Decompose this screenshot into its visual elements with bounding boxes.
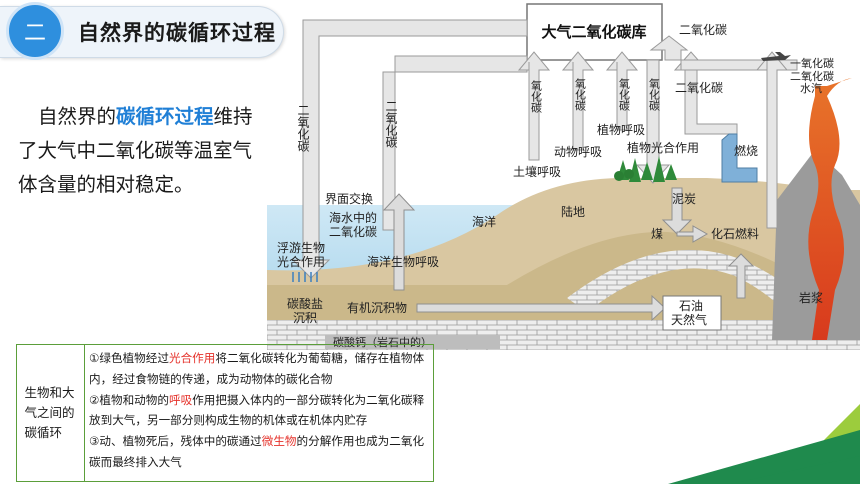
arrow-soil (517, 51, 551, 161)
co2-reservoir-box (526, 3, 663, 61)
item3-post: 的分解作用也成为二氧化碳而最终排入大气 (89, 434, 425, 469)
item1-highlight: 光合作用 (168, 351, 216, 365)
carbonate-1: 碳酸盐 (287, 296, 323, 311)
oxy-label-b: 氧化碳 (574, 77, 587, 112)
oxy-label-d: 氧化碳 (648, 77, 661, 112)
table-row-header-text: 生物和大气之间的碳循环 (24, 385, 75, 440)
magma-column (808, 78, 852, 340)
corner-decoration-bottom (730, 456, 860, 484)
fossil-label: 化石燃料 (711, 226, 759, 241)
arrow-organic (416, 294, 666, 322)
arrow-coal (676, 225, 709, 243)
arrow-interface (382, 193, 416, 291)
peat-label: 泥炭 (672, 192, 696, 206)
table-row-header: 生物和大气之间的碳循环 (17, 345, 85, 481)
organic-label: 有机沉积物 (347, 301, 407, 315)
carbon-cycle-diagram: 大气二氧化碳库 二氧化碳 二氧化碳 氧化碳 (267, 3, 860, 350)
combustion-label: 燃烧 (734, 143, 758, 158)
plankton-1: 浮游生物 (277, 241, 325, 255)
carbon-cycle-table: 生物和大气之间的碳循环 ①绿色植物经过光合作用将二氧化碳转化为葡萄糖，储存在植物… (16, 344, 434, 482)
interface-label: 界面交换 (325, 191, 373, 206)
co2-label-right: 二氧化碳 (675, 81, 723, 95)
table-item-3: ③动、植物死后，残体中的碳通过微生物的分解作用也成为二氧化碳而最终排入大气 (89, 431, 431, 473)
item2-post: 作用把摄入体内的一部分碳转化为二氧化碳释放到大气，另一部分则构成生物的机体或在机… (89, 392, 425, 428)
intro-pre: 自然界的 (38, 105, 117, 128)
plankton-2: 光合作用 (277, 254, 325, 269)
arrow-animal (561, 51, 595, 151)
item3-highlight: 微生物 (261, 434, 297, 449)
magma-label: 岩浆 (799, 290, 823, 305)
coal-label: 煤 (651, 227, 663, 241)
oil-gas-box (662, 295, 722, 331)
oil-gas-1: 石油 (679, 299, 703, 313)
oxy-label-a: 氧化碳 (530, 79, 543, 114)
plant-photo-label: 植物光合作用 (627, 140, 699, 155)
volcano-gas-3: 水汽 (800, 81, 822, 95)
land-label: 陆地 (561, 204, 585, 219)
oxy-label-c: 氧化碳 (618, 77, 631, 112)
oil-gas-2: 天然气 (671, 312, 707, 327)
arrow-volcano-gas (649, 35, 798, 71)
factory-icon (721, 133, 758, 183)
plant-resp-label: 植物呼吸 (597, 122, 645, 137)
intro-post: 维持了大气中二氧化碳等温室气体含量的相对稳定。 (18, 105, 253, 196)
item2-highlight: 呼吸 (168, 392, 193, 407)
animal-resp-label: 动物呼吸 (554, 145, 602, 159)
arrow-fossil-up (755, 51, 789, 229)
seawater-co2-1: 海水中的 (329, 210, 377, 225)
palms-icon (614, 169, 634, 181)
caco3-label: 碳酸钙（岩石中的） (333, 335, 432, 349)
soil-resp-label: 土壤呼吸 (513, 164, 561, 179)
co2-label-left: 二氧化碳 (296, 104, 310, 152)
seawater-co2-2: 二氧化碳 (329, 225, 377, 239)
intro-paragraph: 自然界的碳循环过程维持了大气中二氧化碳等温室气体含量的相对稳定。 (18, 100, 264, 202)
item3-pre: ③动、植物死后，残体中的碳通过 (89, 434, 262, 449)
volcano-gas-1: 一氧化碳 (790, 56, 834, 70)
intro-highlight: 碳循环过程 (116, 105, 214, 128)
table-item-2: ②植物和动物的呼吸作用把摄入体内的一部分碳转化为二氧化碳释放到大气，另一部分则构… (89, 390, 431, 432)
carbonate-2: 沉积 (293, 311, 317, 325)
arrow-peat (661, 187, 693, 235)
marine-resp-label: 海洋生物呼吸 (367, 254, 439, 269)
section-number: 二 (23, 21, 46, 46)
item1-post: 将二氧化碳转化为葡萄糖，储存在植物体内，经过食物链的传递，成为动物体的碳化合物 (89, 351, 425, 386)
co2-reservoir-label: 大气二氧化碳库 (541, 23, 646, 41)
ocean-label: 海洋 (472, 214, 496, 229)
section-number-badge: 二 (6, 2, 64, 60)
item2-pre: ②植物和动物的 (89, 392, 169, 407)
co2-label-mid: 二氧化碳 (384, 100, 398, 148)
arrow-oil (727, 253, 755, 299)
table-item-1: ①绿色植物经过光合作用将二氧化碳转化为葡萄糖，储存在植物体内，经过食物链的传递，… (89, 348, 431, 390)
rock-arch (567, 249, 827, 336)
section-title: 自然界的碳循环过程 (78, 21, 276, 45)
volcano-gas-2: 二氧化碳 (790, 69, 834, 83)
plankton-arrows-icon (292, 272, 318, 282)
caco3-band (325, 335, 500, 349)
table-row-content: ①绿色植物经过光合作用将二氧化碳转化为葡萄糖，储存在植物体内，经过食物链的传递，… (89, 348, 431, 473)
item1-pre: ①绿色植物经过 (89, 351, 169, 365)
arrow-ocean-uptake (291, 19, 528, 279)
co2-label-top: 二氧化碳 (679, 23, 727, 37)
airplane-icon (761, 52, 791, 61)
arrow-plant-resp (605, 51, 639, 131)
